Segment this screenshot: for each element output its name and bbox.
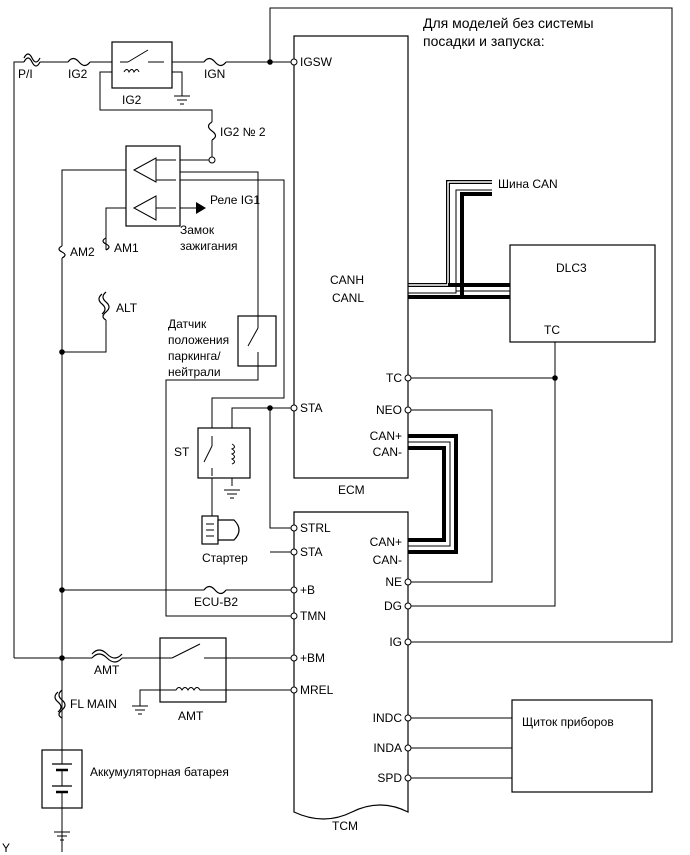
ecm-pin-neo: NEO xyxy=(376,403,402,417)
fuse-amt xyxy=(91,649,123,663)
label-battery: Аккумуляторная батарея xyxy=(90,765,229,779)
ecm-pin-canh: CANH xyxy=(330,273,364,287)
tcm-box xyxy=(293,511,409,820)
label-pn-line4: нейтрали xyxy=(168,365,221,379)
ground-amt xyxy=(132,705,148,715)
label-pn-line3: паркинга/ xyxy=(168,349,221,363)
dlc3-pin-tc: TC xyxy=(544,323,560,337)
tcm-pin-can-plus: CAN+ xyxy=(370,535,402,549)
starter-motor xyxy=(201,515,240,545)
park-neutral-switch xyxy=(237,315,277,367)
fuse-am2 xyxy=(58,245,66,259)
fuse-am1 xyxy=(102,237,110,251)
label-fuse-am2: AM2 xyxy=(70,245,95,259)
tcm-pin-inda: INDA xyxy=(373,741,402,755)
battery xyxy=(41,749,83,809)
ecm-label: ECM xyxy=(338,483,365,497)
label-fuse-pi: P/I xyxy=(18,67,33,81)
arrow-ig1-icon xyxy=(196,202,206,214)
tcm-pin-dg: DG xyxy=(384,599,402,613)
tcm-pin-sta: STA xyxy=(300,545,322,559)
label-relay-ig2: IG2 xyxy=(122,93,142,107)
label-ignition-line2: зажигания xyxy=(180,239,238,253)
fuse-ig2 xyxy=(67,57,91,67)
header-note-line1: Для моделей без системы xyxy=(423,15,594,31)
fuse-ig2-no2 xyxy=(207,121,217,141)
label-fuse-ig2: IG2 xyxy=(68,67,88,81)
label-corner-mark: Y xyxy=(2,841,10,855)
label-pn-line2: положения xyxy=(168,333,229,347)
label-fuse-ig2-no2: IG2 № 2 xyxy=(220,125,266,139)
relay-ig2 xyxy=(111,41,173,89)
label-fuse-fl-main: FL MAIN xyxy=(70,697,117,711)
ecm-pin-igsw: IGSW xyxy=(300,55,333,69)
tcm-pin-b: +B xyxy=(300,583,315,597)
tcm-pin-ne: NE xyxy=(385,575,402,589)
ecm-pin-sta: STA xyxy=(300,401,322,415)
fuse-ign xyxy=(203,57,227,67)
ecm-pin-tc: TC xyxy=(386,371,402,385)
junctions xyxy=(59,59,558,661)
tcm-pin-tmn: TMN xyxy=(300,609,326,623)
ecm-pin-can-minus: CAN- xyxy=(373,445,402,459)
tcm-label: TCM xyxy=(332,819,358,833)
can-bus-wires xyxy=(372,180,510,554)
label-ignition-line1: Замок xyxy=(180,223,215,237)
label-fuse-am1: AM1 xyxy=(114,241,139,255)
dlc3-box xyxy=(509,244,656,343)
tcm-pin-spd: SPD xyxy=(377,771,402,785)
relay-amt xyxy=(159,637,227,703)
can-bus-label: Шина CAN xyxy=(498,177,558,191)
tcm-pin-indc: INDC xyxy=(373,711,403,725)
label-fuse-amt: AMT xyxy=(94,663,120,677)
ground-ig2 xyxy=(174,95,190,105)
label-fuse-alt: ALT xyxy=(116,301,138,315)
label-fuse-ecu-b2: ECU-B2 xyxy=(194,595,238,609)
label-relay-st: ST xyxy=(174,445,190,459)
fuse-alt xyxy=(98,291,110,321)
cluster-box xyxy=(511,699,653,793)
relay-st xyxy=(197,427,251,479)
fuse-ecu-b2 xyxy=(203,585,227,595)
ecm-pin-can-plus: CAN+ xyxy=(370,429,402,443)
dlc3-label: DLC3 xyxy=(556,261,587,275)
header-note-line2: посадки и запуска: xyxy=(423,33,545,49)
tcm-pin-can-minus: CAN- xyxy=(373,553,402,567)
label-starter: Стартер xyxy=(202,551,248,565)
ecm-pin-canl: CANL xyxy=(332,291,364,305)
tcm-pin-bm: +BM xyxy=(300,651,325,665)
tcm-pin-strl: STRL xyxy=(300,521,331,535)
fuse-pi xyxy=(23,53,41,67)
tcm-pin-mrel: MREL xyxy=(300,683,334,697)
label-pn-line1: Датчик xyxy=(168,317,207,331)
label-ig1-relay: Реле IG1 xyxy=(210,193,260,207)
label-fuse-ign: IGN xyxy=(204,67,225,81)
ground-battery xyxy=(54,831,70,841)
label-relay-amt: AMT xyxy=(178,709,204,723)
cluster-label: Щиток приборов xyxy=(522,715,614,729)
ground-st xyxy=(224,489,240,499)
ecm-box xyxy=(293,35,409,479)
tcm-pin-ig: IG xyxy=(389,635,402,649)
fuse-fl-main xyxy=(54,689,66,719)
ignition-switch xyxy=(125,145,181,227)
